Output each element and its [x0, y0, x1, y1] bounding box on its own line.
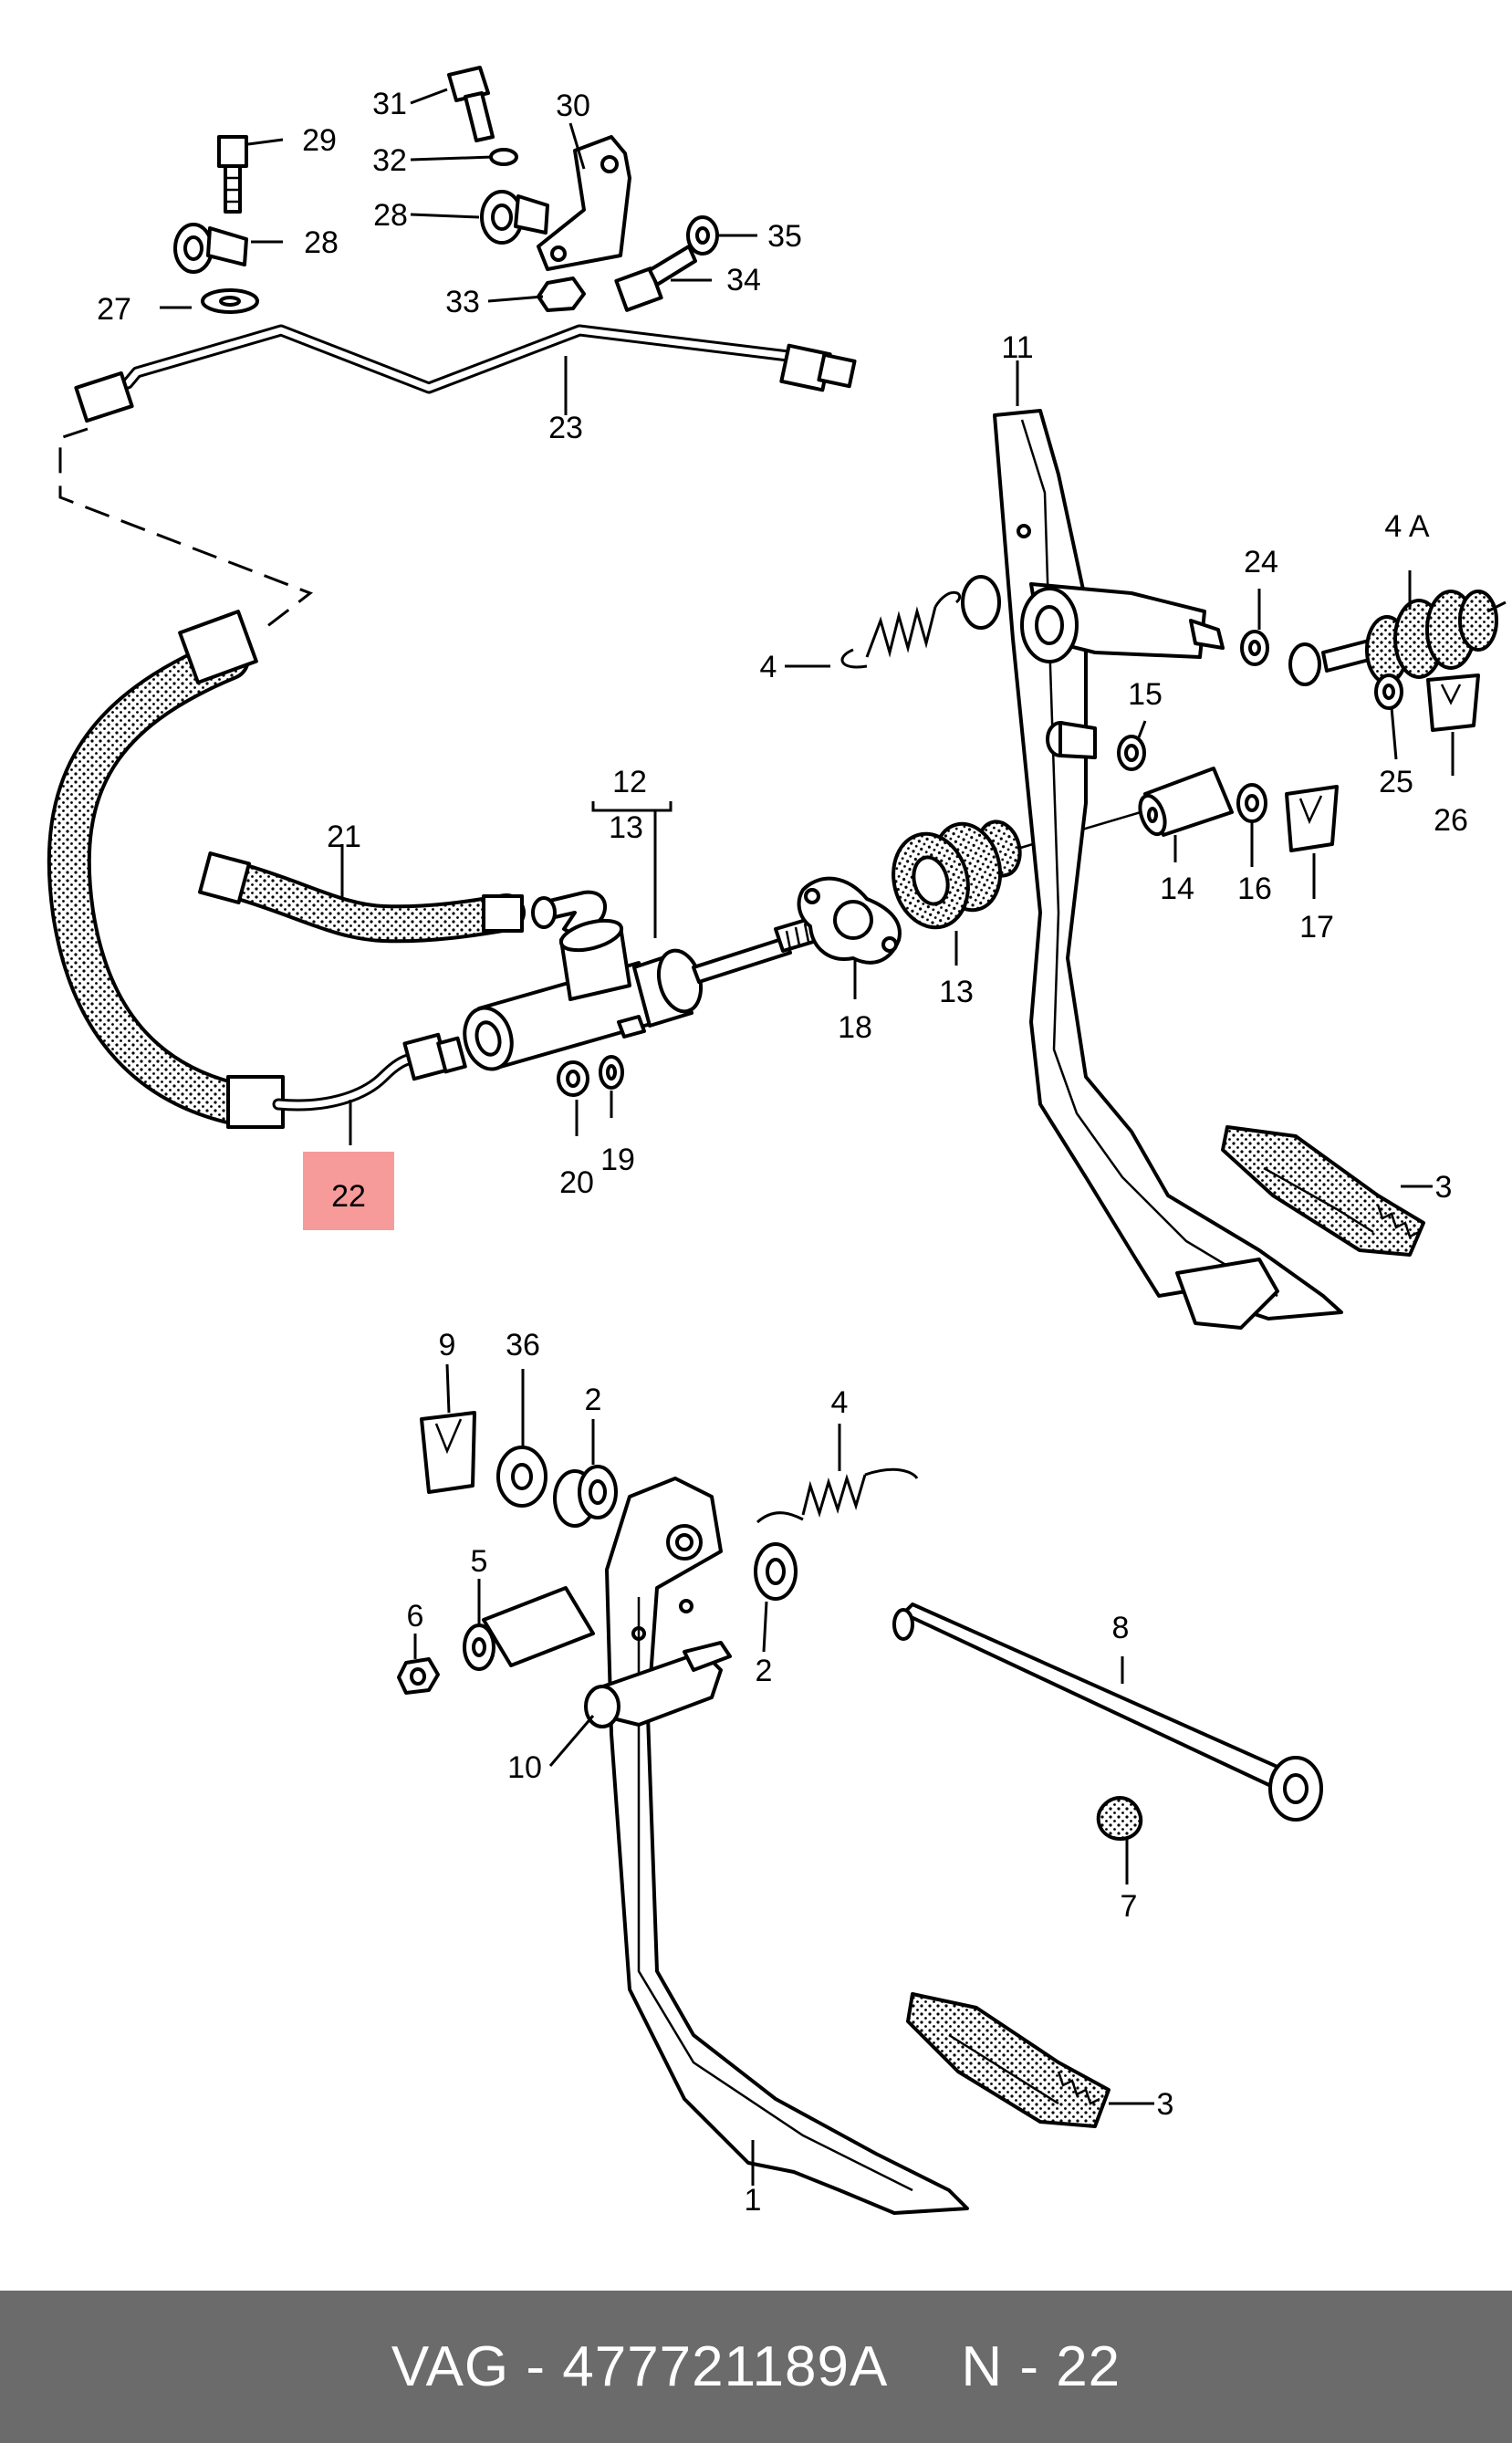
- callout-2: 2: [585, 1383, 602, 1417]
- callout-13: 13: [609, 810, 643, 845]
- gasket-18: [797, 876, 902, 965]
- clevis-5: [463, 1586, 595, 1671]
- callout-5: 5: [471, 1544, 488, 1579]
- diagram-reference: N - 22: [961, 2335, 1121, 2398]
- callout-23: 23: [548, 411, 583, 445]
- callout-34: 34: [726, 263, 761, 298]
- callout-6: 6: [407, 1599, 424, 1634]
- callout-29: 29: [302, 123, 337, 158]
- spring-assembly-4A: [1288, 590, 1507, 686]
- nut-6: [397, 1657, 440, 1695]
- pivot-shaft-8: [892, 1603, 1323, 1822]
- washer-32: [489, 148, 518, 166]
- callout-18: 18: [838, 1010, 872, 1045]
- pedal-pad-3-upper: [1221, 1125, 1425, 1257]
- callout-19: 19: [600, 1143, 635, 1177]
- callout-15: 15: [1128, 677, 1163, 712]
- callout-1: 1: [745, 2183, 762, 2218]
- bushing-2-left: [553, 1465, 618, 1528]
- callout-21: 21: [327, 820, 361, 854]
- callout-10: 10: [507, 1750, 542, 1785]
- nut-20: [557, 1060, 589, 1097]
- callout-36: 36: [506, 1328, 540, 1362]
- pedal-pad-3-lower: [906, 1992, 1111, 2128]
- callout-30: 30: [556, 89, 590, 123]
- callout-13: 13: [939, 975, 974, 1009]
- clip-17: [1285, 785, 1339, 852]
- clip-9: [420, 1411, 476, 1494]
- boot-13: [892, 820, 1022, 930]
- footer-bar: VAG - 477721189A N - 22: [0, 2291, 1512, 2443]
- washer-36: [496, 1446, 547, 1508]
- nut-33: [537, 277, 586, 312]
- pipe-connection-dashed: [58, 427, 314, 632]
- spring-4-lower: [756, 1467, 919, 1524]
- clip-26: [1426, 673, 1480, 732]
- nut-16: [1236, 783, 1267, 823]
- bolt-15: [1046, 721, 1146, 771]
- callout-20: 20: [559, 1165, 594, 1200]
- clevis-14: [1138, 767, 1234, 837]
- callout-33: 33: [445, 285, 480, 319]
- callout-28: 28: [304, 225, 339, 260]
- pivot-bracket-11: [961, 524, 1206, 663]
- parts-diagram: 1 2 2 3 3 4 4 4 A 5 6 7 8 9 10 11 12 13 …: [47, 66, 1507, 2218]
- callout-17: 17: [1299, 910, 1334, 945]
- leader-lines: [160, 88, 1455, 2186]
- callout-8: 8: [1112, 1611, 1130, 1645]
- callout-26: 26: [1434, 803, 1468, 838]
- pedal-arm-1: [605, 1477, 969, 2215]
- callout-16: 16: [1237, 872, 1272, 906]
- bushing-24: [1189, 619, 1269, 666]
- callout-4: 4: [760, 650, 777, 684]
- callout-31: 31: [372, 87, 407, 121]
- callout-labels: 1 2 2 3 3 4 4 4 A 5 6 7 8 9 10 11 12 13 …: [97, 87, 1468, 2218]
- washer-19: [599, 1055, 624, 1090]
- flexible-hose-22: [47, 610, 467, 1129]
- clamp-28-right: [480, 190, 549, 245]
- callout-11: 11: [1001, 330, 1033, 365]
- callout-35: 35: [767, 219, 802, 254]
- callout-27: 27: [97, 292, 131, 327]
- master-cylinder-12: [463, 916, 821, 1071]
- bolt-29: [217, 135, 248, 214]
- clamp-28-left: [173, 223, 248, 274]
- callout-9: 9: [439, 1328, 456, 1362]
- callout-12: 12: [612, 765, 647, 799]
- callout-2: 2: [756, 1654, 773, 1688]
- brake-pipe-23: [74, 324, 857, 423]
- callout-22: 22: [331, 1179, 366, 1214]
- washer-25: [1374, 673, 1403, 710]
- callout-3: 3: [1157, 2087, 1174, 2122]
- callout-14: 14: [1160, 872, 1194, 906]
- callout-25: 25: [1379, 765, 1413, 799]
- hose-21: [198, 851, 608, 944]
- callout-32: 32: [372, 143, 407, 178]
- bolt-31: [447, 66, 495, 142]
- callout-3: 3: [1435, 1170, 1453, 1205]
- bushing-2-right: [754, 1542, 798, 1601]
- part-number: VAG - 477721189A: [391, 2335, 889, 2398]
- highlight-box-22: [303, 1152, 394, 1230]
- callout-4: 4: [831, 1385, 849, 1420]
- callout-24: 24: [1244, 545, 1278, 579]
- callout-7: 7: [1121, 1889, 1138, 1924]
- bumper-7: [1096, 1796, 1143, 1841]
- washer-35: [686, 215, 719, 256]
- callout-4A: 4 A: [1384, 509, 1429, 544]
- bracket-30: [537, 135, 631, 271]
- callout-28: 28: [373, 198, 408, 233]
- return-spring-4-upper: [840, 590, 962, 669]
- washer-27: [201, 288, 259, 314]
- bolt-34: [614, 245, 697, 312]
